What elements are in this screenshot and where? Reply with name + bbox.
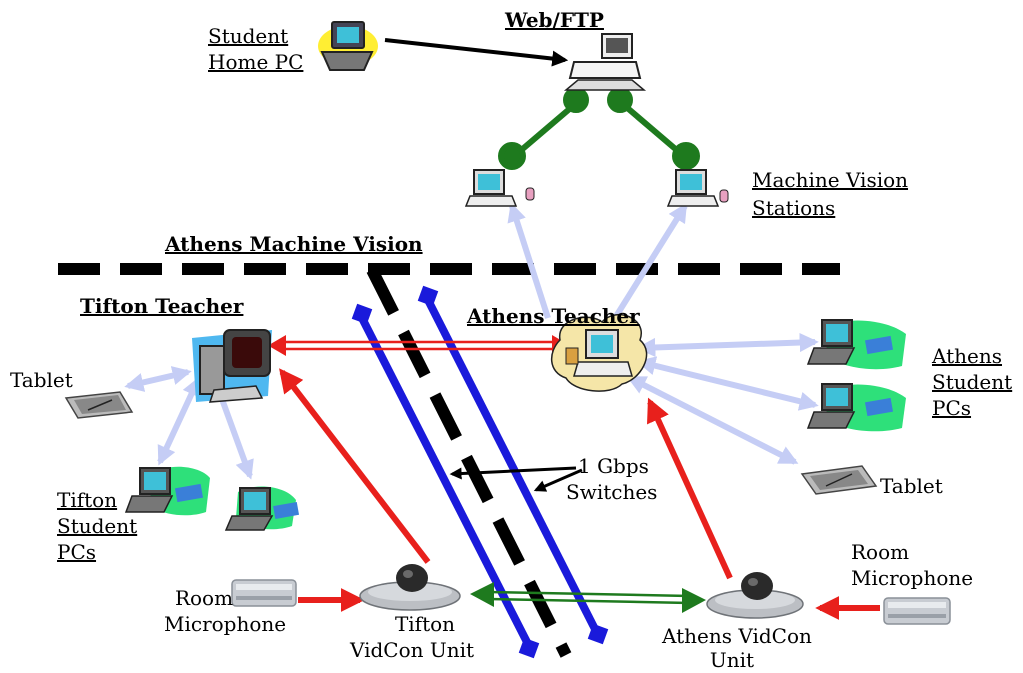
server-links: [498, 87, 700, 170]
video-conference-unit-icon: [359, 564, 461, 611]
athens-student-pcs-label-line3: PCs: [932, 396, 972, 420]
room-microphone-left-line2: Microphone: [164, 612, 287, 636]
athens-student-pcs-label-line1: Athens: [932, 344, 1002, 368]
switches-label-line2: Switches: [566, 480, 658, 504]
tifton-student-pc-icon: [224, 486, 300, 531]
switch-callout-right: [533, 468, 583, 492]
tifton-teacher-label: Tifton Teacher: [80, 294, 244, 318]
athens-student-pc-icon: [806, 319, 906, 370]
tifton-vidcon-label-line1: Tifton: [394, 612, 456, 636]
tifton-student-pcs-label-line1: Tifton: [57, 488, 118, 512]
microphone-icon: [883, 597, 951, 625]
tablet-label-right: Tablet: [880, 474, 943, 498]
tablet-icon: [800, 465, 878, 495]
athens-teacher-computer-icon: [551, 313, 648, 392]
microphone-icon: [231, 579, 297, 607]
link-node: [498, 142, 526, 170]
video-feeds: [279, 368, 880, 620]
athens-student-pc-icon: [806, 383, 906, 432]
student-home-pc-label-line2: Home PC: [208, 50, 304, 74]
desktop-icon: [464, 169, 535, 207]
desktop-icon: [666, 169, 729, 207]
home-pc-link: [384, 38, 569, 67]
athens-vidcon-label-line1: Athens VidCon: [662, 624, 812, 648]
room-microphone-right-line1: Room: [851, 540, 910, 564]
tifton-vidcon-label-line2: VidCon Unit: [350, 638, 475, 662]
tifton-student-pcs-label-line2: Student: [57, 514, 138, 538]
student-home-pc-label-line1: Student: [208, 24, 289, 48]
laptop-icon: [318, 21, 378, 71]
room-microphone-left-line1: Room: [174, 586, 234, 610]
tifton-teacher-computer-icon: [192, 329, 272, 403]
machine-vision-stations-label-line2: Stations: [752, 196, 836, 220]
video-conference-unit-icon: [706, 572, 804, 619]
athens-vidcon-label-line2: Unit: [709, 648, 755, 672]
tablet-icon: [64, 391, 134, 419]
link-node: [563, 87, 589, 113]
athens-machine-vision-label: Athens Machine Vision: [165, 232, 423, 256]
switch-callout-left: [449, 466, 577, 480]
link-node: [607, 87, 633, 113]
vidcon-link: [470, 582, 706, 613]
tablet-label-left: Tablet: [10, 368, 73, 392]
athens-teacher-label: Athens Teacher: [467, 304, 640, 328]
web-ftp-label: Web/FTP: [505, 8, 604, 32]
switches-label-line1: 1 Gbps: [578, 454, 649, 478]
machine-vision-stations-label-line1: Machine Vision: [752, 168, 909, 192]
tifton-student-pc-icon: [124, 466, 210, 516]
switch-dashed-path: [366, 267, 572, 658]
lan-links: [124, 202, 819, 480]
room-microphone-right-line2: Microphone: [851, 566, 974, 590]
tifton-student-pcs-label-line3: PCs: [57, 540, 97, 564]
link-node: [672, 142, 700, 170]
athens-student-pcs-label-line2: Student: [932, 370, 1013, 394]
server-icon: [563, 33, 647, 91]
